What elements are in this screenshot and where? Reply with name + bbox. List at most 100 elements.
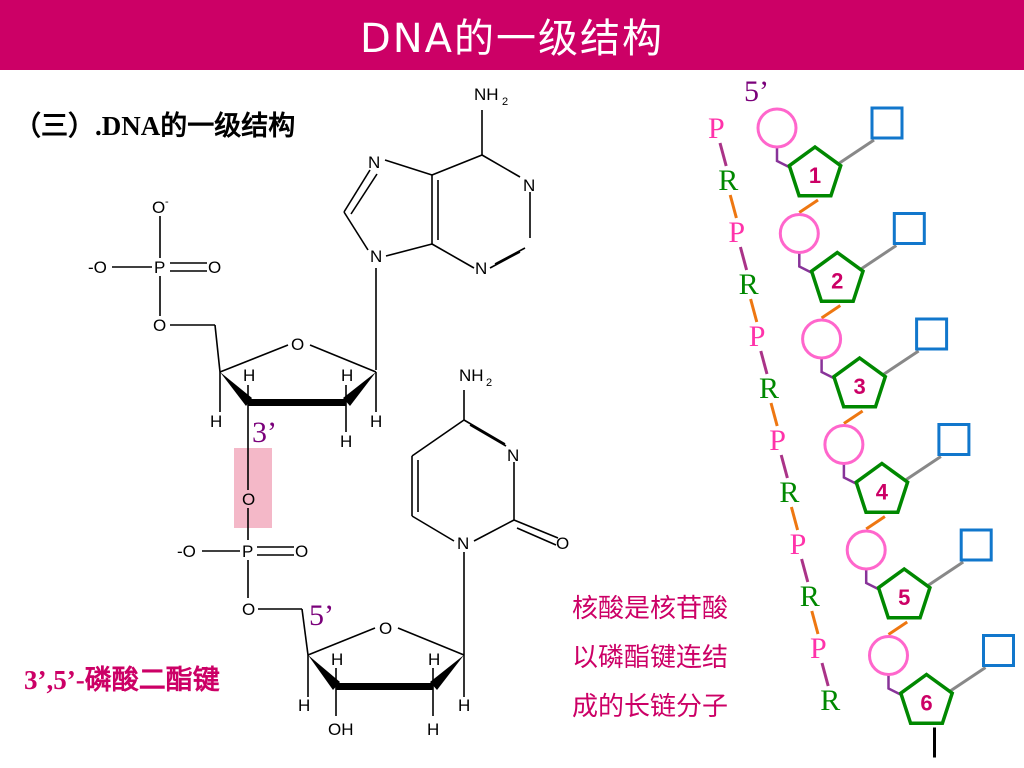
sugar-bottom-oh: OH [328, 720, 354, 739]
phosphate-sugar-link [842, 464, 859, 486]
sugar-pentagon [876, 566, 932, 620]
phosphodiester-highlight [234, 448, 272, 528]
base-square [915, 317, 949, 351]
adenine-nh2-label: NH [474, 85, 499, 104]
sequence-link [789, 506, 800, 531]
cytosine-nh2-subscript: 2 [486, 377, 492, 389]
phosphate-bottom-bridge-o: O [242, 600, 255, 619]
phosphate-top-o-label: O [152, 198, 165, 217]
description-line-3: 成的长链分子 [572, 692, 729, 722]
page-title: DNA的一级结构 [0, 0, 1024, 70]
phosphate-sugar-link [887, 675, 904, 697]
description-text: 核酸是核苷酸 以磷酯键连结 成的长链分子 [572, 585, 787, 732]
backbone-link [820, 304, 842, 320]
phosphate-sugar-link [775, 148, 792, 170]
sugar-base-link [859, 244, 898, 271]
sequence-link [820, 662, 830, 687]
sugar-pentagon [831, 355, 888, 409]
phosphate-circle [801, 318, 843, 360]
sequence-p-label: P [708, 112, 725, 145]
phosphate-circle [823, 424, 865, 465]
sequence-p-label: P [810, 632, 827, 665]
nucleotide-chain: 1 2 3 4 5 6 [756, 106, 1015, 758]
description-line-1: 核酸是核苷酸 [572, 594, 729, 624]
sugar-pentagon [787, 144, 843, 198]
adenine-n9-label: N [370, 247, 382, 266]
sequence-link [800, 558, 810, 583]
backbone-link [887, 620, 909, 636]
nucleotide-number: 2 [831, 269, 843, 294]
adenine-n7-label: N [368, 153, 380, 172]
cytosine-glycosidic-n: N [457, 534, 469, 553]
phosphate-bottom-p: P [242, 542, 253, 561]
phosphate-circle [778, 213, 820, 254]
backbone-link [798, 198, 819, 214]
sugar-top-h1: H [243, 366, 255, 385]
phosphate-top-left-o: -O [88, 258, 107, 277]
nucleotide-number: 4 [876, 480, 889, 505]
sugar-pentagon [809, 250, 866, 304]
sugar-top-h3: H [210, 412, 222, 431]
phosphate-sugar-link [798, 253, 814, 275]
phosphate-circle [756, 107, 798, 149]
sugar-pentagon [854, 461, 910, 515]
chain-5prime-label: 5’ [744, 75, 769, 108]
sugar-bottom-h2: H [428, 650, 440, 669]
phosphate-bottom-left-o: -O [177, 542, 196, 561]
phosphate-sugar-link [820, 359, 837, 381]
description-line-2: 以磷酯键连结 [572, 643, 729, 673]
backbone-link [843, 409, 864, 425]
wedge-bonds [220, 372, 464, 690]
sugar-base-link [881, 349, 920, 377]
sugar-base-link [904, 455, 942, 482]
sequence-link [779, 454, 789, 479]
sequence-link [728, 194, 738, 219]
sequence-r-label: R [718, 164, 738, 197]
adenine-n1-label: N [523, 176, 535, 195]
sequence-p-label: P [728, 216, 745, 249]
sequence-r-label: R [820, 684, 840, 717]
base-square [959, 528, 993, 562]
sequence-link [718, 142, 728, 167]
phosphate-top-p: P [154, 258, 165, 277]
sugar-base-link [926, 560, 965, 588]
sugar-bottom-h1: H [331, 650, 343, 669]
sequence-link [738, 246, 749, 271]
adenine-nh2-subscript: 2 [502, 96, 508, 108]
sequence-r-label: R [759, 372, 779, 405]
sugar-bottom-h4: H [458, 696, 470, 715]
sugar-base-link [948, 666, 987, 693]
prime-3-label: 3’ [252, 416, 277, 449]
nucleotide-number: 5 [898, 585, 910, 610]
sugar-pentagon [898, 672, 955, 726]
base-square [937, 423, 971, 456]
base-square [982, 634, 1015, 667]
adenine-n3-label: N [475, 259, 487, 278]
cytosine-carbonyl-o: O [556, 534, 569, 553]
sequence-r-label: R [779, 476, 799, 509]
nucleotide-number: 6 [920, 691, 932, 716]
sequence-link [769, 402, 779, 427]
phosphate-top-right-o: O [208, 258, 221, 277]
base-square [870, 106, 904, 140]
linker-o-label: O [242, 490, 255, 509]
sequence-p-label: P [790, 528, 807, 561]
sequence-p-label: P [749, 320, 766, 353]
sequence-link [749, 298, 759, 323]
sugar-top-h5: H [340, 432, 352, 451]
nucleotide-number: 1 [809, 163, 821, 188]
sugar-top-ring-o: O [291, 335, 304, 354]
phosphate-sugar-link [864, 570, 881, 592]
sugar-top-h2: H [341, 366, 353, 385]
sequence-p-label: P [769, 424, 786, 457]
backbone-link [865, 515, 886, 531]
cytosine-nh2-label: NH [459, 366, 484, 385]
section-title: （三）.DNA的一级结构 [14, 111, 296, 141]
bond-caption: 3’,5’-磷酸二酯键 [24, 665, 220, 695]
sugar-bottom-h3: H [298, 696, 310, 715]
nucleotide-number: 3 [853, 374, 865, 399]
cytosine-ring-n: N [507, 446, 519, 465]
phosphate-circle [845, 529, 887, 571]
